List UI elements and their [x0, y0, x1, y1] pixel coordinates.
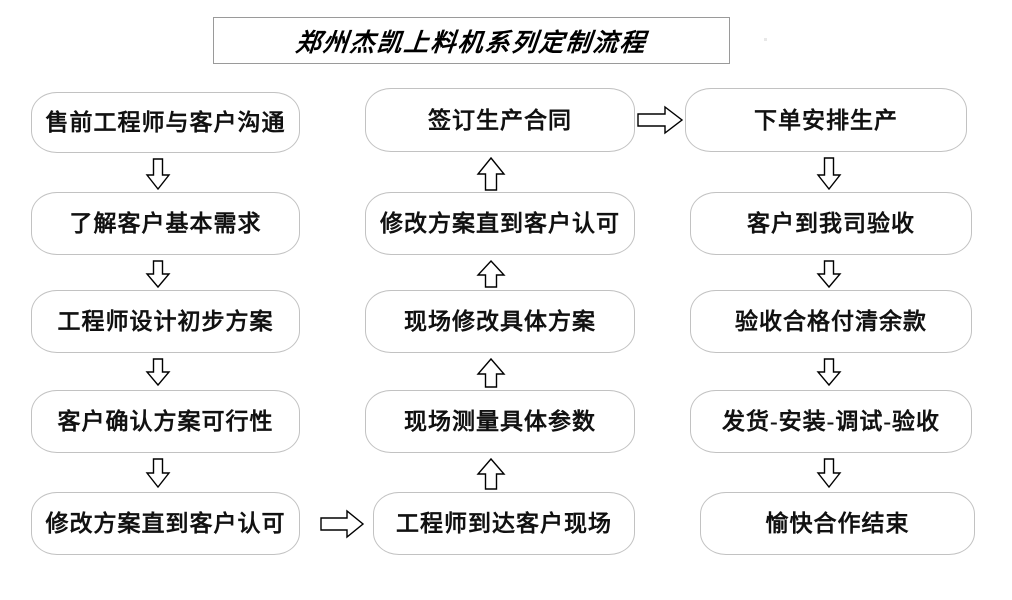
- node-customer-inspection-at-factory[interactable]: 客户到我司验收: [690, 192, 972, 255]
- node-engineer-arrive-site[interactable]: 工程师到达客户现场: [373, 492, 635, 555]
- chart-title: 郑州杰凯上料机系列定制流程: [294, 29, 649, 57]
- arrow-right-icon: [320, 509, 365, 539]
- node-revise-until-approved-1[interactable]: 修改方案直到客户认可: [31, 492, 300, 555]
- node-label: 现场测量具体参数: [404, 409, 596, 434]
- node-label: 下单安排生产: [754, 107, 898, 133]
- node-label: 修改方案直到客户认可: [380, 211, 620, 236]
- chart-title-box: 郑州杰凯上料机系列定制流程: [213, 17, 730, 64]
- node-understand-basic-needs[interactable]: 了解客户基本需求: [31, 192, 300, 255]
- node-label: 工程师设计初步方案: [57, 309, 274, 334]
- arrow-down-icon: [816, 458, 842, 489]
- node-customer-confirm-feasibility[interactable]: 客户确认方案可行性: [31, 390, 300, 453]
- node-onsite-measure-params[interactable]: 现场测量具体参数: [365, 390, 635, 453]
- arrow-down-icon: [145, 458, 171, 489]
- node-label: 售前工程师与客户沟通: [45, 110, 286, 135]
- node-label: 工程师到达客户现场: [396, 511, 612, 536]
- node-label: 签订生产合同: [428, 107, 572, 133]
- node-sign-production-contract[interactable]: 签订生产合同: [365, 88, 635, 152]
- node-happy-cooperation-end[interactable]: 愉快合作结束: [700, 492, 975, 555]
- arrow-up-icon: [476, 357, 506, 388]
- arrow-up-icon: [476, 259, 506, 288]
- arrow-right-icon: [637, 105, 684, 135]
- node-label: 现场修改具体方案: [404, 309, 596, 334]
- node-sales-engineer-communicate[interactable]: 售前工程师与客户沟通: [31, 92, 300, 153]
- arrow-down-icon: [816, 358, 842, 387]
- node-label: 客户到我司验收: [747, 211, 915, 236]
- arrow-down-icon: [145, 260, 171, 289]
- node-label: 修改方案直到客户认可: [45, 511, 286, 536]
- node-label: 验收合格付清余款: [735, 309, 927, 334]
- node-engineer-initial-plan[interactable]: 工程师设计初步方案: [31, 290, 300, 353]
- decorative-speck: [764, 38, 767, 41]
- node-label: 愉快合作结束: [765, 511, 910, 536]
- node-onsite-revise-plan[interactable]: 现场修改具体方案: [365, 290, 635, 353]
- arrow-down-icon: [816, 260, 842, 289]
- node-ship-install-commission-accept[interactable]: 发货-安装-调试-验收: [690, 390, 972, 453]
- node-pay-balance-after-acceptance[interactable]: 验收合格付清余款: [690, 290, 972, 353]
- arrow-up-icon: [476, 457, 506, 490]
- arrow-up-icon: [476, 156, 506, 191]
- node-label: 发货-安装-调试-验收: [722, 409, 940, 434]
- node-label: 了解客户基本需求: [69, 211, 262, 236]
- arrow-down-icon: [145, 158, 171, 191]
- node-place-order-schedule-production[interactable]: 下单安排生产: [685, 88, 967, 152]
- arrow-down-icon: [816, 157, 842, 191]
- node-label: 客户确认方案可行性: [57, 409, 274, 434]
- arrow-down-icon: [145, 358, 171, 387]
- node-revise-until-approved-2[interactable]: 修改方案直到客户认可: [365, 192, 635, 255]
